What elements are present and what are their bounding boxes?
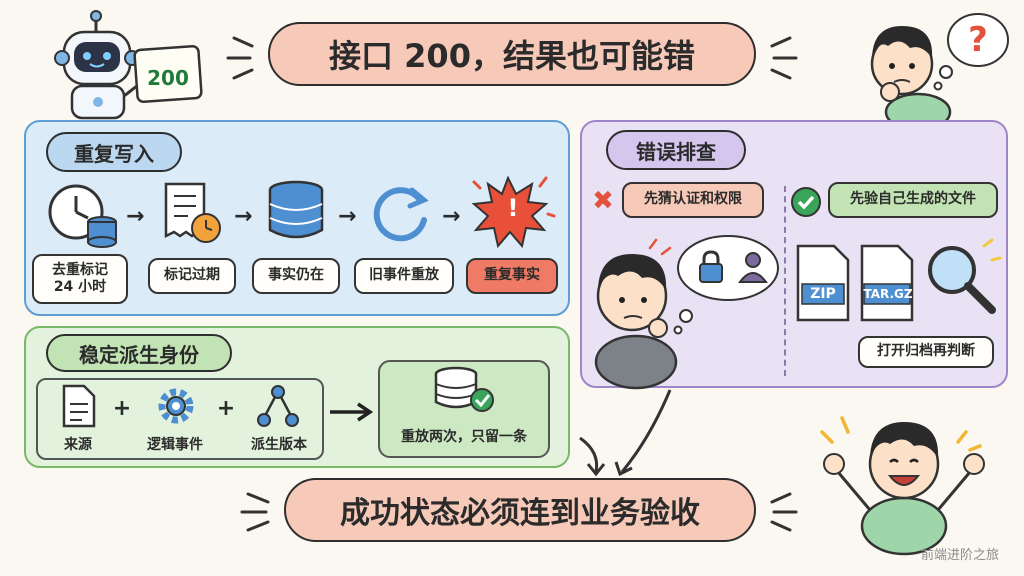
replay-icon — [373, 187, 429, 242]
happy-person-icon — [820, 416, 985, 556]
identity-parts-box — [36, 378, 324, 460]
step-label-fact-remains: 事实仍在 — [252, 258, 340, 294]
step-label-dedup: 去重标记 24 小时 — [32, 254, 128, 304]
worried-person-icon — [594, 235, 779, 390]
identity-part-logical-event: 逻辑事件 — [147, 437, 203, 453]
step-label-duplicate-fact: 重复事实 — [466, 258, 558, 294]
panel-debug-heading: 错误排查 — [636, 139, 716, 164]
step-arrow-4: → — [442, 204, 461, 229]
panel-repeat-heading-pill: 重复写入 — [46, 132, 182, 172]
step-label-expired: 标记过期 — [148, 258, 236, 294]
robot-icon — [54, 10, 203, 120]
robot-sign-text: 200 — [147, 66, 189, 90]
step-arrow-3: → — [338, 204, 357, 229]
identity-part-source: 来源 — [64, 437, 92, 453]
database-icon — [268, 180, 324, 239]
step-arrow-2: → — [234, 204, 253, 229]
user-icon — [738, 252, 768, 283]
debug-right-label: 先验自己生成的文件 — [828, 182, 998, 218]
converge-arrows — [579, 389, 672, 477]
title-sparkles — [226, 36, 798, 80]
bottom-banner: 成功状态必须连到业务验收 — [340, 496, 700, 531]
identity-arrow — [330, 402, 374, 422]
debug-wrong-label: 先猜认证和权限 — [622, 182, 764, 218]
targz-file-label: TAR.GZ — [863, 287, 913, 301]
alert-burst-symbol: ! — [507, 194, 519, 222]
identity-plus-2: + — [216, 396, 236, 421]
wrong-cross-icon: ✖ — [592, 186, 614, 216]
thought-question-mark: ? — [968, 20, 988, 60]
panel-identity-heading: 稳定派生身份 — [79, 342, 199, 367]
branch-icon — [257, 385, 299, 427]
identity-result-text: 重放两次，只留一条 — [401, 429, 527, 445]
lock-icon — [699, 250, 723, 283]
alert-burst-icon — [471, 175, 556, 249]
targz-file-icon — [860, 244, 914, 322]
step-arrow-1: → — [126, 204, 145, 229]
page-title: 接口 200，结果也可能错 — [329, 37, 695, 75]
clock-database-icon — [48, 184, 117, 248]
identity-plus-1: + — [112, 396, 132, 421]
debug-action-label: 打开归档再判断 — [858, 336, 994, 368]
step-label-old-replay: 旧事件重放 — [354, 258, 454, 294]
gear-icon — [158, 388, 194, 424]
document-icon — [62, 384, 96, 428]
bottom-banner-pill: 成功状态必须连到业务验收 — [284, 478, 756, 542]
panel-identity-heading-pill: 稳定派生身份 — [46, 334, 232, 372]
watermark: 前端进阶之旅 — [920, 548, 999, 563]
panel-repeat-heading: 重复写入 — [74, 141, 154, 166]
identity-part-derived-version: 派生版本 — [251, 437, 307, 453]
right-check-icon — [791, 187, 821, 217]
magnifier-icon — [928, 238, 1002, 314]
database-check-icon — [434, 366, 494, 412]
zip-file-label: ZIP — [810, 286, 836, 302]
receipt-clock-icon — [164, 182, 221, 243]
page-title-pill: 接口 200，结果也可能错 — [268, 22, 756, 86]
panel-debug-heading-pill: 错误排查 — [606, 130, 746, 170]
debug-divider — [784, 186, 786, 376]
zip-file-icon — [796, 244, 850, 322]
